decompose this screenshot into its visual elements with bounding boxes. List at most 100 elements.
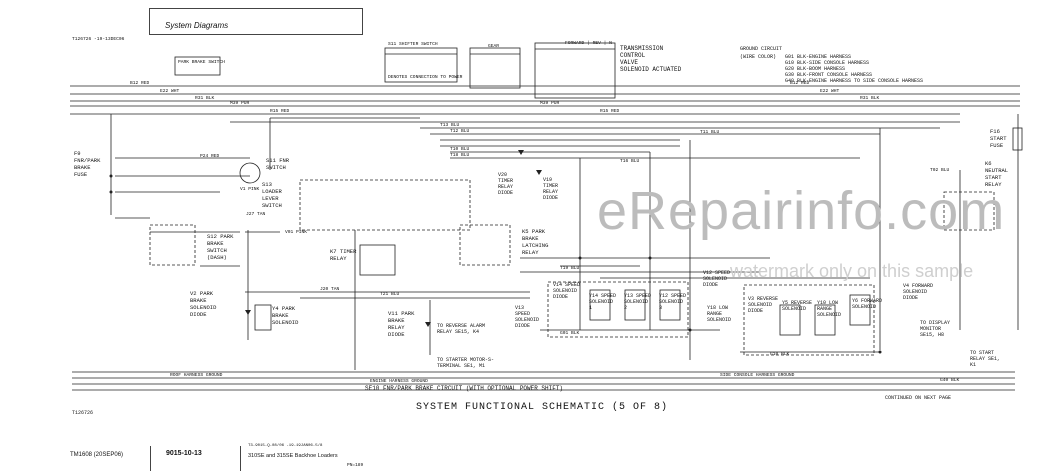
note-continued: CONTINUED ON NEXT PAGE [885, 395, 952, 401]
wire-label: G01 BLK [560, 331, 580, 336]
wire-label: T02 BLU [930, 168, 950, 173]
footer-page-id: PN=189 [347, 463, 364, 468]
footer-model: 310SE and 315SE Backhoe Loaders [248, 453, 338, 459]
figure-id: T126726 [72, 410, 94, 416]
wire-label: M39 PUR [540, 101, 560, 106]
y18-label: Y18 LOW RANGE SOLENOID [707, 305, 732, 323]
v13-label: V13 SPEED SOLENOID DIODE [515, 305, 540, 329]
v1-label: V1 PINK [240, 187, 260, 192]
s11-label: S11 FNR SWITCH [266, 157, 290, 171]
wire-label: G40 BLK [940, 378, 960, 383]
circuit-title: SE10 FNR/PARK BRAKE CIRCUIT (WITH OPTION… [365, 385, 564, 392]
footer-divider [240, 446, 241, 471]
k5-label: K5 PARK BRAKE LATCHING RELAY [522, 228, 549, 256]
wire-label: T21 BLU [380, 292, 400, 297]
wire-label: T18 BLU [450, 153, 470, 158]
y12-box [659, 289, 681, 321]
note-reverse-alarm: TO REVERSE ALARM RELAY SE15, K4 [437, 323, 486, 335]
footer-page: 9015-10-13 [166, 450, 202, 457]
wire-label: T13 BLU [440, 123, 460, 128]
wire-label: R31 BLK [195, 96, 215, 101]
y14-box [589, 289, 611, 321]
trans-label: TRANSMISSION CONTROL VALVE [620, 45, 664, 66]
v4-label: V4 FORWARD SOLENOID DIODE [903, 283, 934, 301]
wire-label: T19 BLU [560, 266, 580, 271]
trans-header: FORWARD | REV | N [565, 41, 612, 46]
ground-engine: ENGINE HARNESS GROUND [370, 379, 428, 384]
y5-box [779, 304, 801, 336]
wire-label: T10 BLU [450, 147, 470, 152]
wire-label: T12 BLU [450, 129, 470, 134]
ground-legend-line: G30 BLK-FRONT CONSOLE HARNESS [785, 72, 873, 78]
footer-manual: TM1608 (20SEP06) [70, 452, 124, 458]
s11-table-title: S11 SHIFTER SWITCH [388, 42, 438, 47]
wire-label: J27 TAN [246, 212, 266, 217]
wire-label: B12 RED [130, 81, 150, 86]
ground-legend-line: G40 BLK-ENGINE HARNESS TO SIDE CONSOLE H… [785, 78, 924, 84]
k6-label: K6 NEUTRAL START RELAY [985, 160, 1009, 188]
watermark-main: eRepairinfo.com [597, 181, 1006, 241]
ground-roof: ROOF HARNESS GROUND [170, 373, 223, 378]
f9-label: F9 FNR/PARK BRAKE FUSE [74, 150, 101, 178]
s11-note: DENOTES CONNECTION TO POWER [388, 75, 463, 80]
y6-box [849, 294, 871, 326]
ground-legend-line: G10 BLK-SIDE CONSOLE HARNESS [785, 60, 870, 66]
solenoid-note: SOLENOID ACTUATED [620, 66, 682, 73]
wire-label: G10 BLK [770, 352, 790, 357]
ground-legend-subtitle: (WIRE COLOR) [740, 54, 777, 60]
header-ref: T126726 -19-13DEC06 [72, 37, 125, 42]
ground-legend-line: G01 BLK-ENGINE HARNESS [785, 54, 852, 60]
v2-label: V2 PARK BRAKE SOLENOID DIODE [190, 290, 217, 318]
wire-label: R15 RED [270, 109, 290, 114]
wire-label: E22 WHT [160, 89, 180, 94]
y4-label: Y4 PARK BRAKE SOLENOID [272, 305, 299, 326]
wire-label: M39 PUR [230, 101, 250, 106]
v12-label: V12 SPEED SOLENOID DIODE [703, 270, 731, 288]
note-start-relay: TO START RELAY SE1, K1 [970, 350, 1001, 368]
footer-divider [150, 446, 151, 471]
y13-label: Y13 SPEED SOLENOID 2 [624, 293, 652, 311]
v11-label: V11 PARK BRAKE RELAY DIODE [388, 310, 415, 338]
wire-label: P24 RED [200, 154, 220, 159]
wire-label: B12 RED [790, 81, 810, 86]
v3-label: V3 REVERSE SOLENOID DIODE [748, 296, 779, 314]
wire-label: E22 WHT [820, 89, 840, 94]
ground-legend-line: G20 BLK-BOOM HARNESS [785, 66, 846, 72]
wire-label: T16 BLU [620, 159, 640, 164]
park-brake-switch-table: PARK BRAKE SWITCH [178, 60, 225, 65]
wire-label: J20 TAN [320, 287, 340, 292]
schematic-title: SYSTEM FUNCTIONAL SCHEMATIC (5 OF 8) [416, 402, 669, 413]
wire-label: R31 BLK [860, 96, 880, 101]
y4-box [254, 304, 272, 331]
k7-label: K7 TIMER RELAY [330, 248, 357, 262]
y10-label: Y10 LOW RANGE SOLENOID [817, 300, 842, 318]
f16-label: F16 START FUSE [990, 128, 1007, 149]
f16-fuse [1012, 127, 1023, 151]
footer-small: T3-9015-Q-08/06 -19-19JAN06-5/8 [248, 444, 323, 448]
y13-box [624, 289, 646, 321]
v1-lamp [239, 162, 261, 184]
v14-label: V14 SPEED SOLENOID DIODE [553, 282, 581, 300]
y12-label: Y12 SPEED SOLENOID 3 [659, 293, 687, 311]
note-starter: TO STARTER MOTOR-S-TERMINAL SE1, M1 [437, 357, 495, 369]
v01-label: V01 PINK [285, 230, 308, 235]
watermark-sub: watermark only on this sample [730, 261, 974, 281]
s13-label: S13 LOADER LEVER SWITCH [262, 181, 282, 209]
gear-header: GEAR [488, 44, 500, 49]
k7-box [359, 244, 396, 276]
v20-label: V20 TIMER RELAY DIODE [498, 172, 514, 196]
header-box: System Diagrams [149, 8, 363, 35]
v19-label: V19 TIMER RELAY DIODE [543, 177, 559, 201]
ground-legend-title: GROUND CIRCUIT [740, 46, 783, 52]
wire-label: R15 RED [600, 109, 620, 114]
y5-label: Y5 REVERSE SOLENOID [782, 300, 813, 312]
wire-label: T11 BLU [700, 130, 720, 135]
y14-label: Y14 SPEED SOLENOID 1 [589, 293, 617, 311]
y6-label: Y6 FORWARD SOLENOID [852, 298, 883, 310]
header-title: System Diagrams [165, 21, 229, 30]
note-display: TO DISPLAY MONITOR SE15, H8 [920, 320, 951, 338]
y10-box [814, 304, 836, 336]
ground-side: SIDE CONSOLE HARNESS GROUND [720, 373, 795, 378]
s12-label: S12 PARK BRAKE SWITCH (DASH) [207, 233, 234, 261]
